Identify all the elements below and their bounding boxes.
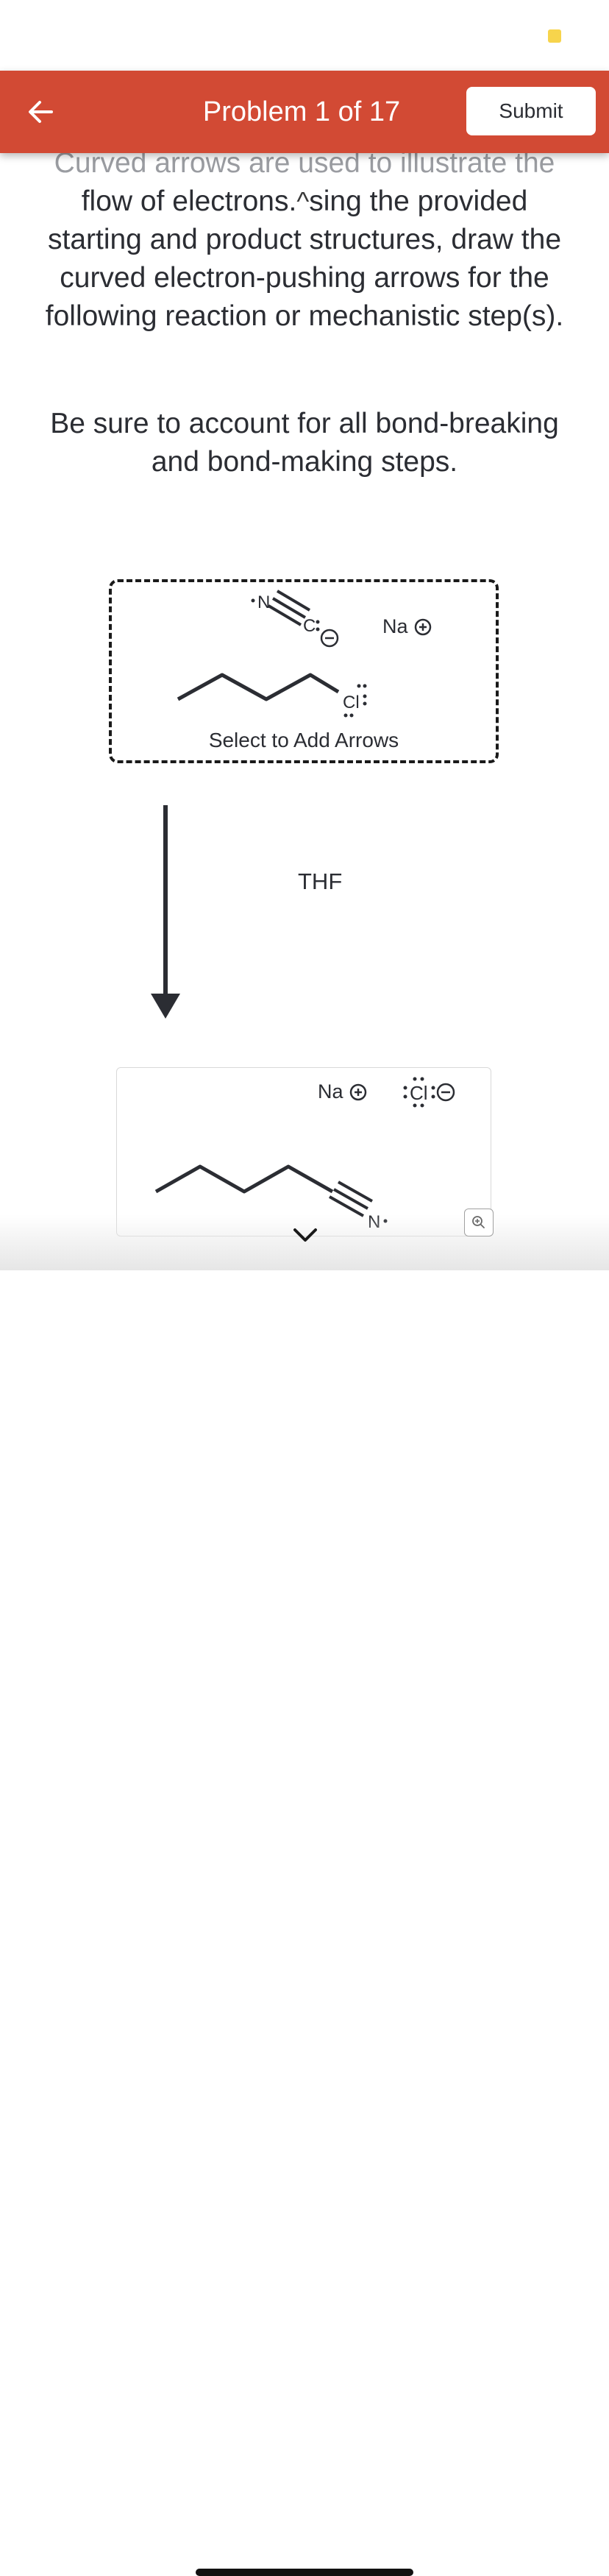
problem-content[interactable]: Curved arrows are used to illustrate the…: [0, 144, 609, 1270]
nitrile-nitrogen-label: N: [368, 1212, 380, 1232]
nitrile-product: N: [154, 1164, 388, 1232]
cyanide-nitrogen-label: N: [257, 592, 270, 612]
problem-title: Problem 1 of 17: [202, 96, 401, 127]
reactant-drawing-area[interactable]: [109, 579, 499, 763]
instructions-note: Be sure to account for all bond-breaking…: [50, 408, 559, 478]
status-indicator: [548, 29, 561, 43]
chloride-label: Cl: [410, 1082, 428, 1104]
chloride-anion: Cl: [403, 1077, 455, 1108]
reaction-arrow: [151, 805, 180, 1019]
chevron-up-icon[interactable]: ^: [296, 186, 310, 216]
instructions-line-2b: sing the provided: [309, 185, 528, 217]
zoom-button[interactable]: [464, 1209, 494, 1236]
product-structures: Cl N: [154, 1077, 455, 1232]
home-indicator[interactable]: [196, 2569, 413, 2576]
sodium-cation-product: [349, 1083, 367, 1101]
status-bar: [0, 0, 609, 71]
home-area: [0, 1270, 609, 2576]
cyanide-anion: N C: [251, 590, 339, 648]
select-to-add-arrows[interactable]: Select to Add Arrows: [208, 729, 399, 751]
arrow-left-icon[interactable]: [22, 93, 60, 131]
app-header: Problem 1 of 17 Submit: [0, 71, 609, 153]
instructions-rest: starting and product structures, draw th…: [45, 224, 564, 332]
chlorine-label: Cl: [343, 693, 360, 712]
sodium-cation-reactant: [414, 618, 432, 636]
instructions-text: Curved arrows are used to illustrate the…: [29, 144, 580, 336]
alkyl-chloride: Cl: [177, 673, 367, 718]
submit-button[interactable]: Submit: [466, 87, 596, 135]
cyanide-carbon-label: C: [303, 616, 316, 636]
instructions-line-2a: flow of electrons.: [81, 185, 297, 217]
solvent-label: THF: [298, 868, 343, 894]
sodium-label-reactant: Na: [382, 615, 408, 637]
zoom-in-icon: [472, 1216, 485, 1228]
sodium-label-product: Na: [318, 1080, 343, 1103]
reaction-scheme: N C Cl: [151, 590, 432, 1019]
chevron-down-icon[interactable]: [291, 1226, 320, 1244]
